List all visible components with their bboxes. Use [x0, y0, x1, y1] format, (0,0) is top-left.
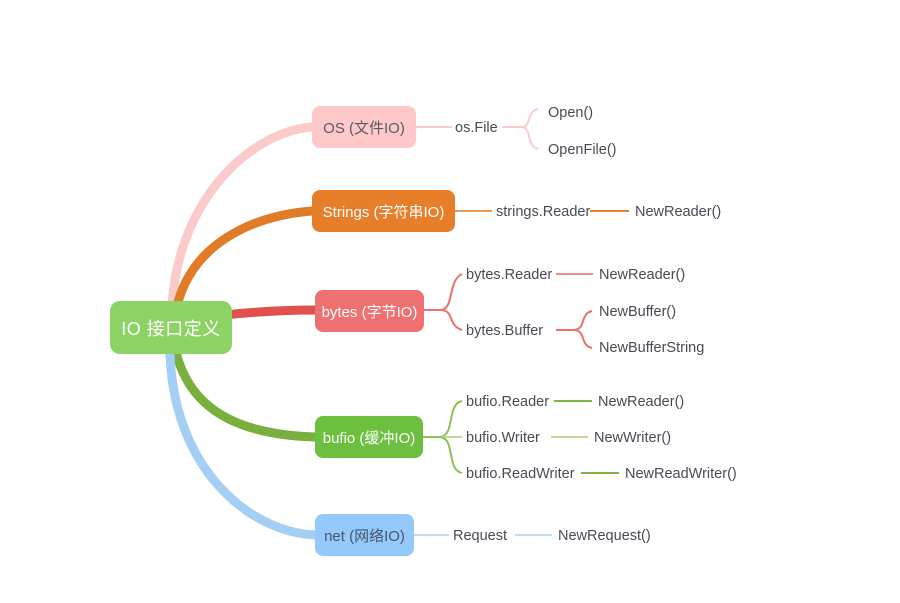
branch-node-os-label: OS (文件IO): [323, 119, 405, 137]
leaf-openfile-label: OpenFile(): [548, 142, 617, 158]
leaf-bufio-reader[interactable]: bufio.Reader: [466, 395, 549, 410]
branch-node-net-label: net (网络IO): [324, 527, 405, 545]
leaf-bytes-newreader-label: NewReader(): [599, 267, 686, 283]
branch-node-bytes-label: bytes (字节IO): [321, 303, 418, 321]
branch-node-strings[interactable]: Strings (字符串IO): [312, 190, 455, 232]
leaf-net-request[interactable]: Request: [453, 529, 507, 544]
sublink-bytesbuffer-brace-down: [572, 329, 593, 349]
sublink-bytesbuffer-brace-up: [572, 310, 593, 331]
root-node-label: IO 接口定义: [121, 318, 221, 339]
sublink-osfile-brace2: [520, 126, 539, 150]
branch-node-net[interactable]: net (网络IO): [315, 514, 414, 556]
sublink-osfile-brace: [520, 108, 539, 128]
leaf-bufio-newreader[interactable]: NewReader(): [598, 395, 684, 410]
leaf-net-newrequest[interactable]: NewRequest(): [558, 529, 651, 544]
leaf-bufio-newwriter[interactable]: NewWriter(): [594, 431, 671, 446]
leaf-bufio-newreadwriter-label: NewReadWriter(): [625, 466, 737, 482]
branch-node-os[interactable]: OS (文件IO): [312, 106, 416, 148]
branch-link-net: [165, 349, 320, 540]
leaf-bufio-newreadwriter[interactable]: NewReadWriter(): [625, 467, 737, 482]
leaf-open-label: Open(): [548, 105, 594, 121]
sublink-bufio-brace-down: [438, 436, 463, 474]
leaf-net-request-label: Request: [453, 528, 508, 544]
leaf-newbufferstring-label: NewBufferString: [599, 340, 705, 356]
leaf-bufio-readwriter[interactable]: bufio.ReadWriter: [466, 467, 575, 482]
leaf-bytes-buffer[interactable]: bytes.Buffer: [466, 324, 543, 339]
leaf-bufio-reader-label: bufio.Reader: [466, 394, 550, 410]
leaf-os-file-label: os.File: [455, 120, 498, 136]
branch-node-strings-label: Strings (字符串IO): [322, 203, 445, 221]
branch-node-bufio[interactable]: bufio (缓冲IO): [315, 416, 423, 458]
sublink-bytes-brace-down: [439, 309, 463, 331]
leaf-bytes-newreader[interactable]: NewReader(): [599, 268, 685, 283]
leaf-bytes-reader[interactable]: bytes.Reader: [466, 268, 552, 283]
leaf-open[interactable]: Open(): [548, 106, 593, 121]
leaf-bytes-buffer-label: bytes.Buffer: [466, 323, 544, 339]
branch-link-bufio: [171, 347, 320, 442]
leaf-bufio-writer-label: bufio.Writer: [466, 430, 540, 446]
leaf-bufio-writer[interactable]: bufio.Writer: [466, 431, 540, 446]
leaf-net-newrequest-label: NewRequest(): [558, 528, 651, 544]
leaf-strings-reader-label: strings.Reader: [496, 204, 591, 220]
leaf-newbuffer-label: NewBuffer(): [599, 304, 677, 320]
leaf-strings-reader[interactable]: strings.Reader: [496, 205, 590, 220]
sublink-bytes-brace-up: [439, 273, 463, 311]
leaf-bufio-readwriter-label: bufio.ReadWriter: [466, 466, 575, 482]
leaf-openfile[interactable]: OpenFile(): [548, 143, 617, 158]
leaf-newbufferstring[interactable]: NewBufferString: [599, 341, 704, 356]
leaf-os-file[interactable]: os.File: [455, 121, 498, 136]
leaf-newbuffer[interactable]: NewBuffer(): [599, 305, 676, 320]
branch-node-bufio-label: bufio (缓冲IO): [322, 429, 416, 447]
branch-link-os: [167, 122, 317, 311]
sublink-bufio-brace-up: [438, 400, 463, 438]
branch-link-strings: [171, 206, 317, 315]
leaf-strings-newreader[interactable]: NewReader(): [635, 205, 721, 220]
leaf-strings-newreader-label: NewReader(): [635, 204, 722, 220]
leaf-bufio-newwriter-label: NewWriter(): [594, 430, 672, 446]
branch-node-bytes[interactable]: bytes (字节IO): [315, 290, 424, 332]
leaf-bytes-reader-label: bytes.Reader: [466, 267, 553, 283]
leaf-bufio-newreader-label: NewReader(): [598, 394, 685, 410]
root-node[interactable]: IO 接口定义: [110, 301, 232, 354]
